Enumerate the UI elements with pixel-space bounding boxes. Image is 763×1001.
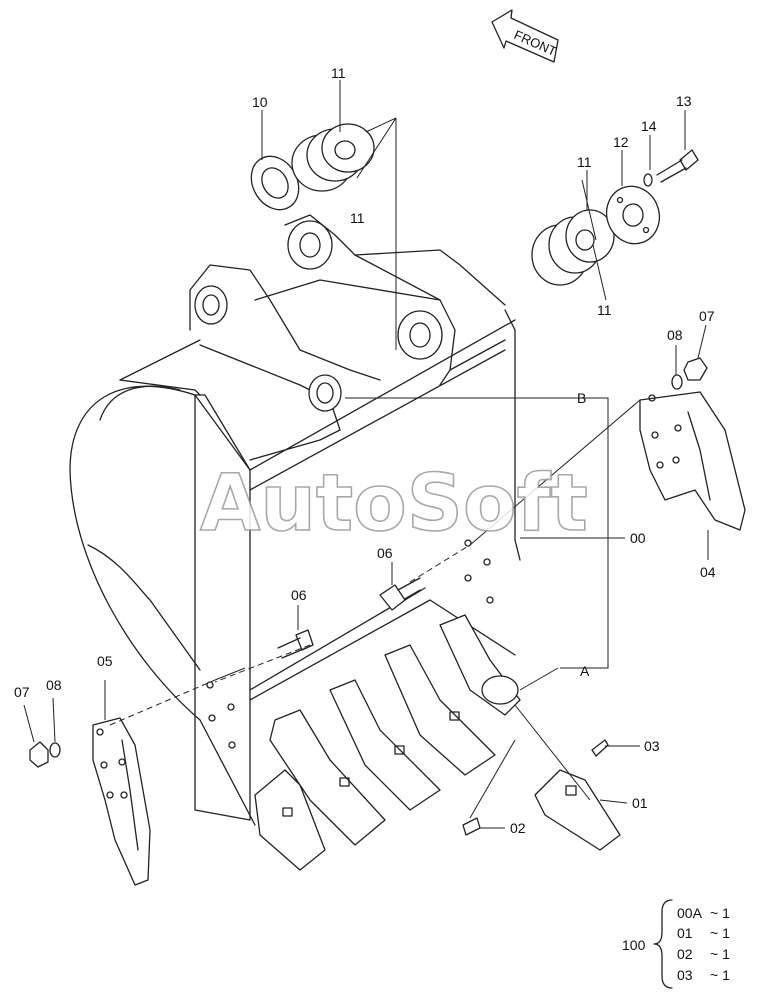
watermark: AutoSoft [200, 459, 588, 549]
callout-11: 11 [350, 210, 365, 226]
front-arrow-icon: FRONT [491, 9, 559, 63]
callout-labels: 11 10 11 11 11 12 14 13 08 07 B 00 04 06… [14, 65, 716, 836]
boss-left-top [194, 285, 228, 325]
kit-row-qty: ~ 1 [710, 946, 730, 962]
kit-row-qty: ~ 1 [710, 905, 730, 921]
washer-14 [643, 173, 653, 187]
teeth-row [254, 614, 521, 871]
bolt-06-left [277, 629, 314, 659]
callout-00: 00 [630, 530, 646, 546]
tooth-3 [329, 679, 441, 811]
washer-08-left [49, 742, 61, 758]
tooth-1 [254, 769, 326, 871]
boss-front-lower [308, 374, 342, 412]
adapter-nose [481, 675, 519, 705]
callout-01: 01 [632, 795, 648, 811]
bucket-body [69, 214, 521, 826]
callout-06: 06 [291, 587, 307, 603]
ref-a: A [580, 663, 590, 679]
tooth-pin-02 [462, 817, 481, 836]
callout-11: 11 [577, 154, 592, 170]
washer-08-right [671, 374, 683, 390]
kit-row-qty: ~ 1 [710, 925, 730, 941]
callout-04: 04 [700, 564, 716, 580]
kit-row-part: 01 [677, 925, 693, 941]
shims-11-left [291, 123, 375, 192]
bolt-13 [656, 149, 699, 183]
callout-10: 10 [252, 94, 268, 110]
callout-08: 08 [667, 327, 683, 343]
tooth-4 [384, 644, 496, 776]
kit-row-part: 03 [677, 967, 693, 983]
tooth-point-01 [534, 769, 621, 851]
leader-lines [23, 80, 709, 829]
kit-table: 100 00A ~ 1 01 ~ 1 02 ~ 1 03 ~ 1 [622, 899, 730, 989]
kit-row-part: 00A [677, 905, 703, 921]
callout-07: 07 [14, 684, 30, 700]
plate-12 [605, 185, 661, 245]
side-cutter-04 [639, 391, 746, 531]
nut-07-right [683, 357, 708, 381]
boss-front-upper [397, 310, 443, 360]
bolt-06-right [379, 577, 426, 611]
kit-number: 100 [622, 937, 646, 953]
brace-icon [653, 899, 673, 989]
callout-14: 14 [641, 118, 657, 134]
shims-11-right [531, 209, 615, 286]
lock-03 [591, 739, 609, 757]
kit-row-qty: ~ 1 [710, 967, 730, 983]
callout-11: 11 [331, 65, 346, 81]
callout-12: 12 [613, 134, 629, 150]
callout-02: 02 [510, 820, 526, 836]
boss-right-top [287, 220, 333, 270]
ref-b: B [577, 390, 586, 406]
nut-07-left [29, 741, 49, 768]
callout-07: 07 [699, 308, 715, 324]
tooth-2 [269, 709, 386, 846]
kit-row-part: 02 [677, 946, 693, 962]
side-cutter-05 [92, 717, 151, 886]
callout-05: 05 [97, 653, 113, 669]
callout-08: 08 [46, 677, 62, 693]
callout-03: 03 [644, 738, 660, 754]
callout-11: 11 [597, 302, 612, 318]
callout-13: 13 [676, 93, 692, 109]
callout-06: 06 [377, 545, 393, 561]
